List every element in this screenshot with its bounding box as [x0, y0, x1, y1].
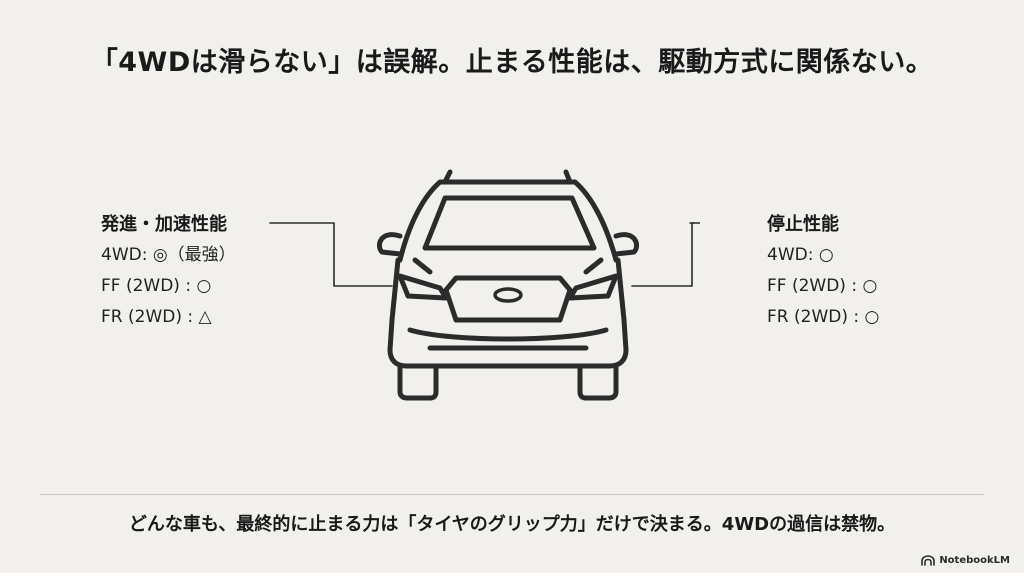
acceleration-4wd: 4WD: ◎（最強）	[101, 245, 236, 265]
brand-watermark: NotebookLM	[921, 555, 1010, 566]
stopping-panel: 停止性能 4WD: ○ FF (2WD) : ○ FR (2WD) : ○	[767, 209, 879, 333]
acceleration-fr: FR (2WD) : △	[101, 307, 212, 327]
stopping-fr: FR (2WD) : ○	[767, 307, 880, 327]
connector-line-right	[631, 222, 695, 287]
notebooklm-logo-icon	[921, 555, 936, 566]
car-front-icon	[269, 169, 700, 401]
acceleration-panel: 発進・加速性能 4WD: ◎（最強） FF (2WD) : ○ FR (2WD)…	[101, 209, 236, 333]
acceleration-ff: FF (2WD) : ○	[101, 276, 212, 296]
acceleration-heading: 発進・加速性能	[101, 214, 227, 235]
connector-line-left	[269, 222, 393, 287]
footer-divider	[40, 494, 984, 495]
brand-name: NotebookLM	[939, 555, 1010, 566]
footer-message: どんな車も、最終的に止まる力は「タイヤのグリップ力」だけで決まる。4WDの過信は…	[128, 514, 896, 535]
slide-title: 「4WDは滑らない」は誤解。止まる性能は、駆動方式に関係ない。	[90, 47, 934, 78]
stopping-4wd: 4WD: ○	[767, 245, 834, 265]
stopping-heading: 停止性能	[767, 214, 839, 235]
stopping-ff: FF (2WD) : ○	[767, 276, 878, 296]
